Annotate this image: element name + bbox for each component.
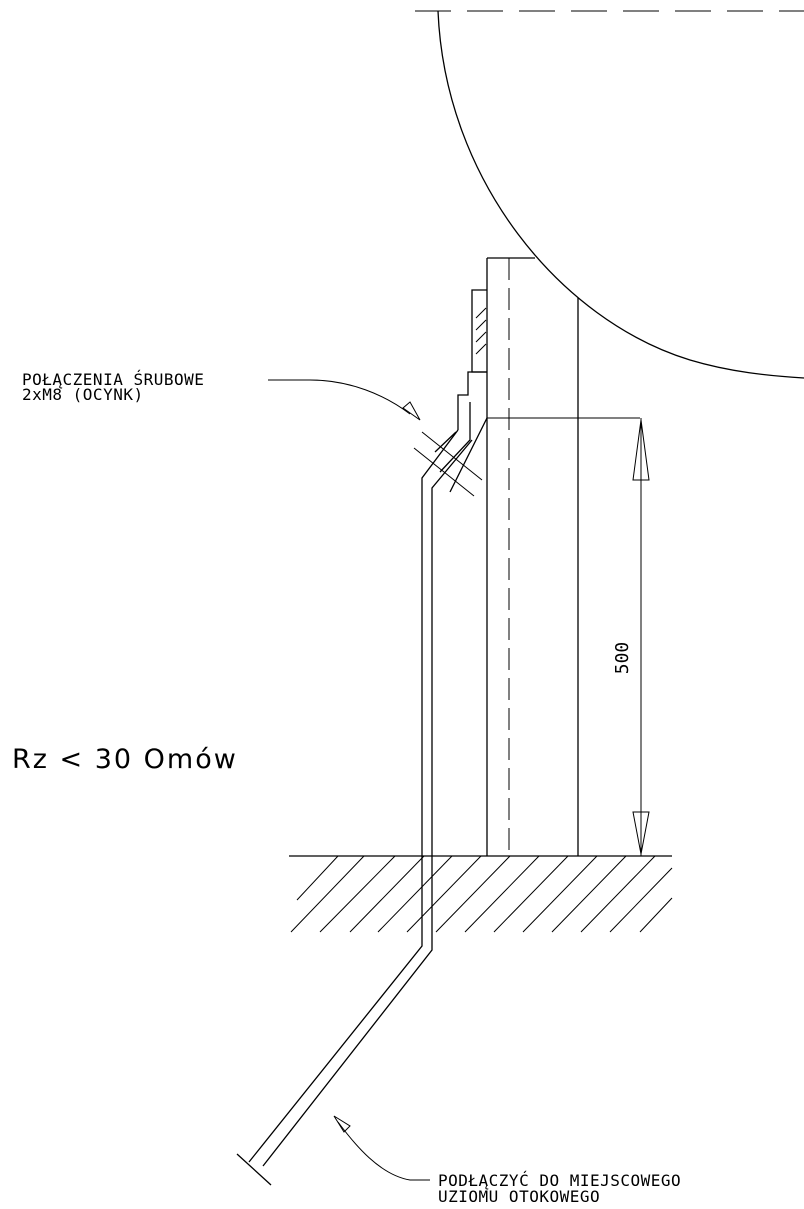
grounding-conductor <box>236 429 473 1186</box>
resistance-label: Rz < 30 Omów <box>12 744 238 775</box>
connect-label-line2: UZIOMU OTOKOWEGO <box>438 1187 600 1206</box>
bolt-leader <box>268 379 421 421</box>
connect-label-line1: PODŁĄCZYĆ DO MIEJSCOWEGO <box>438 1171 681 1190</box>
connect-leader <box>333 1115 430 1181</box>
bolt-label-line2: 2xM8 (OCYNK) <box>22 385 144 404</box>
ground-surface <box>289 855 673 933</box>
bolt-label-line1: POŁĄCZENIA ŚRUBOWE <box>22 370 204 389</box>
welded-plate <box>471 289 487 373</box>
dimension-500: 500 <box>487 417 650 856</box>
support-column <box>486 257 579 856</box>
dimension-label: 500 <box>612 642 633 675</box>
tank-outline <box>415 10 804 379</box>
bolted-bracket <box>413 371 488 497</box>
